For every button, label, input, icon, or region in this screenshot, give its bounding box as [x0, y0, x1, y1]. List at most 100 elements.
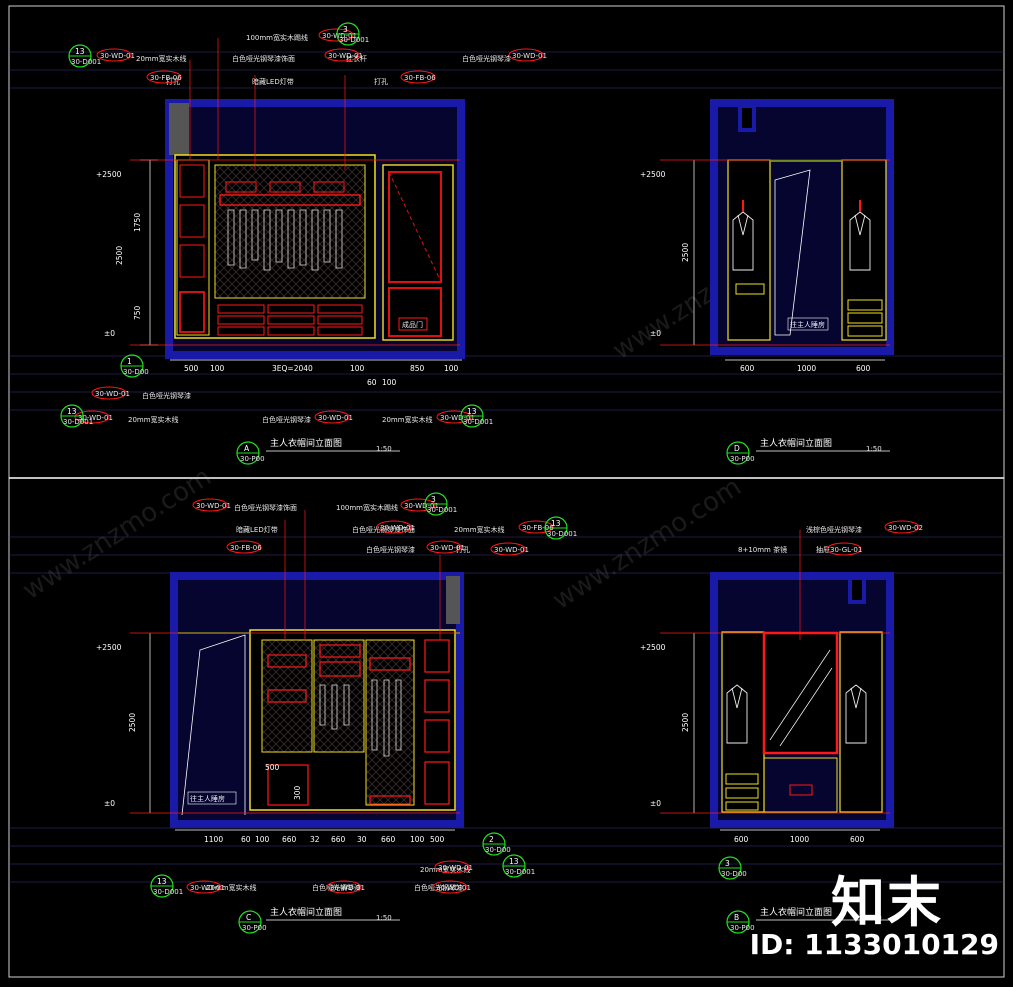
section-tag-number: 2: [489, 835, 494, 844]
view-a-note-8: 白色哑光钢琴漆: [462, 54, 511, 63]
section-tag-number: 13: [157, 877, 167, 886]
section-tag-number: 13: [67, 407, 77, 416]
view-c-height-300: 300: [293, 785, 302, 800]
image-id-label: ID: 1133010129: [749, 928, 999, 961]
view-c-note: 往主人睡房: [190, 794, 225, 803]
reference-code-text: 30-WD-01: [328, 52, 363, 60]
section-tag-number: 3: [343, 25, 348, 34]
view-d-elevation: 往主人睡房: [710, 99, 894, 355]
view-a-drawers: [217, 304, 363, 336]
view-b-scale: 1:50: [866, 914, 882, 922]
reference-code-text: 30-WD-02: [888, 524, 923, 532]
reference-code-text: 30-WD-01: [440, 414, 475, 422]
view-d-dim-2: 1000: [797, 364, 816, 373]
view-c-dim-4: 660: [282, 835, 297, 844]
section-tag-number: 13: [551, 519, 561, 528]
section-tag-sheet: 30-D00: [123, 368, 149, 376]
reference-code-tag: 30-WD-01: [432, 880, 471, 894]
view-a-title: 主人衣帽间立面图: [270, 437, 342, 449]
section-tag-circle: 3 30-D001: [336, 22, 369, 46]
section-tag-circle: 1330-D001: [150, 874, 183, 898]
section-tag-sheet: 30-D001: [463, 418, 493, 426]
section-tag-number: 13: [75, 47, 85, 56]
reference-codes: 30-WD-01 30-FB-06 30-WD-01 30-WD-01 30-FB-06…: [74, 28, 923, 894]
view-c-title: 主人衣帽间立面图: [270, 906, 342, 918]
view-a-dim-2: 100: [210, 364, 225, 373]
reference-code-text: 30-GL-01: [830, 546, 862, 554]
section-tag-circle: 2 30-D00: [482, 832, 511, 856]
view-a-note-12: 20mm宽实木线: [382, 415, 433, 424]
view-b-note-2: 浅棕色哑光钢琴漆: [806, 525, 862, 534]
section-tag-sheet: 30-D00: [485, 846, 511, 854]
view-a-tag-letter: A: [244, 444, 250, 453]
view-b-left-cabinet: [721, 631, 765, 813]
view-c-note-11: 20mm宽实木线: [206, 883, 257, 892]
reference-code-tag: 30-WD-02: [884, 520, 923, 534]
view-c-note-1: 白色哑光钢琴漆饰面: [234, 503, 297, 512]
reference-code-tag: 30-WD-01: [192, 498, 231, 512]
view-b-elevation: [710, 572, 894, 828]
view-b-mirror: [762, 631, 839, 755]
view-d-level-top: +2500: [640, 170, 666, 179]
view-d-dim-1: 600: [740, 364, 755, 373]
reference-code-text: 30-WD-01: [512, 52, 547, 60]
view-c-dim-3: 100: [255, 835, 270, 844]
view-a-dim-4: 100: [350, 364, 365, 373]
view-b-dim-2: 1000: [790, 835, 809, 844]
view-b-annotations: 8+10mm 茶镜 浅棕色哑光钢琴漆 抽屉: [738, 525, 862, 554]
view-c-note-8: 20mm宽实木线: [420, 865, 471, 874]
reference-code-tag: 30-WD-01: [376, 520, 415, 534]
section-tag-sheet: 30-D001: [339, 36, 369, 44]
view-a-dim-8: 100: [382, 378, 397, 387]
section-tag-circle: 1330-D001: [460, 404, 493, 428]
view-a-note-11: 白色哑光钢琴漆: [262, 415, 311, 424]
reference-code-tag: 30-WD-01: [91, 386, 130, 400]
reference-code-text: 30-WD-01: [438, 864, 473, 872]
view-a-note-3: 100mm宽实木踢线: [246, 33, 308, 42]
view-a-level-bottom: ±0: [104, 329, 115, 338]
view-b-note-1: 8+10mm 茶镜: [738, 545, 787, 554]
view-c-dim-2: 60: [241, 835, 251, 844]
section-tag-sheet: 30-D001: [547, 530, 577, 538]
view-b-dim-1: 600: [734, 835, 749, 844]
view-c-scale: 1:50: [376, 914, 392, 922]
reference-code-text: 30-WD-01: [196, 502, 231, 510]
view-c-tag-sub: 30-P00: [242, 924, 267, 932]
reference-code-text: 30-WD-01: [436, 884, 471, 892]
section-tag-circle: 1330-D001: [502, 854, 535, 878]
reference-code-text: 30-FB-06: [230, 544, 262, 552]
view-a-door-note: 成品门: [402, 320, 423, 329]
view-c-dim-7: 30: [357, 835, 367, 844]
reference-code-text: 30-WD-01: [494, 546, 529, 554]
reference-code-text: 30-FB-06: [150, 74, 182, 82]
view-a-note-4: 白色哑光钢琴漆饰面: [232, 54, 295, 63]
section-tag-circle: 13 30-D001: [544, 516, 577, 540]
view-c-note-9: 白色哑光钢琴漆: [312, 883, 361, 892]
view-d-dim-3: 600: [856, 364, 871, 373]
section-tag-sheet: 30-D001: [63, 418, 93, 426]
dimension-lines: [140, 159, 885, 831]
view-a-level-top: +2500: [96, 170, 122, 179]
view-d-height-total: 2500: [681, 243, 690, 262]
reference-code-text: 30-WD-01: [318, 414, 353, 422]
view-a-tag-sub: 30-P00: [240, 455, 265, 463]
view-c-dim-10: 500: [430, 835, 445, 844]
view-c-dim-5: 32: [310, 835, 320, 844]
view-c-elevation: 往主人睡房: [170, 572, 464, 828]
view-d-title: 主人衣帽间立面图: [760, 437, 832, 449]
view-a-elevation: 成品门: [165, 99, 465, 359]
reference-code-tag: 30-FB-06: [400, 70, 436, 84]
view-a-title-block: A 30-P00 主人衣帽间立面图 1:50: [236, 437, 400, 465]
view-titles: A 30-P00 主人衣帽间立面图 1:50 D 30-P00 主人衣帽间立面图…: [236, 437, 890, 934]
view-a-height-lower: 750: [133, 305, 142, 320]
reference-code-tag: 30-WD-01: [400, 498, 439, 512]
view-c-dim-9: 100: [410, 835, 425, 844]
view-a-note-10: 20mm宽实木线: [128, 415, 179, 424]
view-d-left-cabinet: [727, 159, 771, 341]
view-a-dim-1: 500: [184, 364, 199, 373]
view-c-level-bottom: ±0: [104, 799, 115, 808]
section-tag-circle: 330-D00: [718, 856, 747, 880]
reference-code-tag: 30-WD-01: [490, 542, 529, 556]
section-tag-circle: 330-D001: [424, 492, 457, 516]
